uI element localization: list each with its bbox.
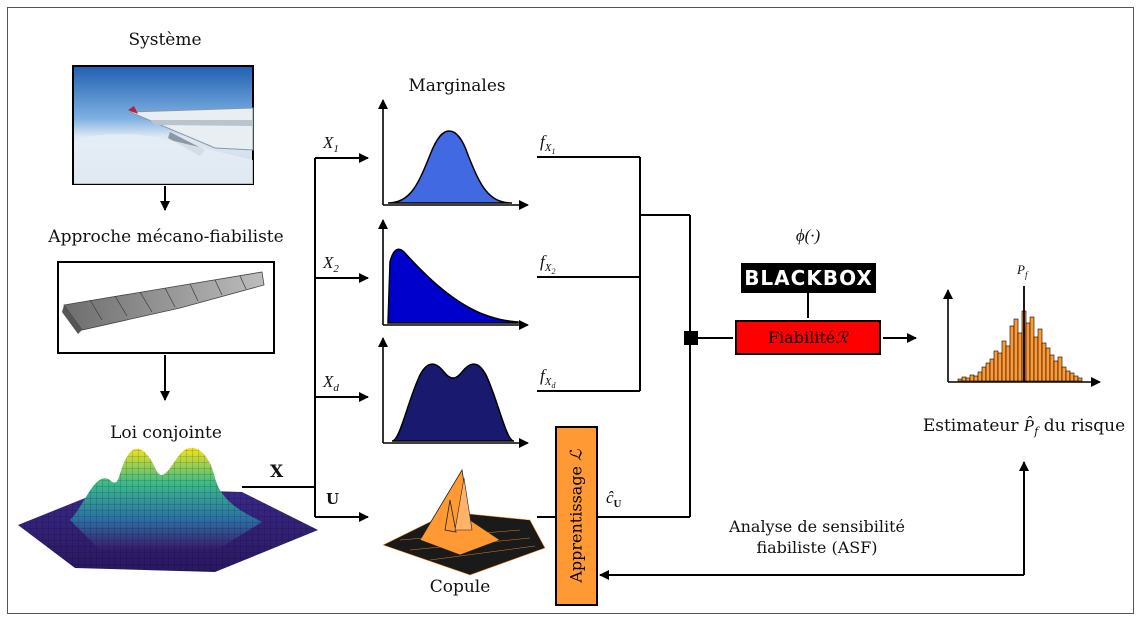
input-label-x2: X2 (323, 253, 339, 275)
histogram-bar (1045, 347, 1051, 382)
pf-label: Pf (1017, 262, 1028, 280)
histogram-bar (1009, 325, 1015, 382)
histogram-bar (1073, 375, 1079, 382)
marginal-plot-1 (378, 99, 529, 210)
approche-label: Approche mécano-fiabiliste (48, 227, 284, 247)
histogram-bar (1053, 360, 1059, 382)
histogram-bar (1077, 377, 1083, 382)
histogram-bar (1065, 370, 1071, 382)
airplane-wing-photo (72, 65, 254, 185)
x-vector-label: X (270, 462, 284, 482)
apprentissage-label: Apprentissage (566, 460, 586, 583)
histogram-bar (985, 362, 991, 382)
apprentissage-symbol: ℒ (568, 449, 586, 461)
estimateur-label: Estimateur P̂f du risque (922, 416, 1126, 438)
histogram-bar (981, 366, 987, 382)
histogram-bar (1049, 354, 1055, 382)
histogram-bar (989, 358, 995, 382)
histogram-bar (1025, 322, 1031, 382)
c-hat-label: ĉU (606, 488, 622, 510)
wing-structure-model (57, 261, 275, 354)
histogram-bar (1057, 356, 1063, 382)
output-label-fxd: fXd (540, 366, 556, 390)
blackbox-label: BLACKBOX (744, 266, 873, 290)
copula-density-surface (382, 468, 546, 576)
histogram-bar (1041, 342, 1047, 382)
histogram-bar (973, 375, 979, 382)
marginal-output-lines (537, 156, 733, 518)
input-branch-lines (242, 153, 369, 522)
analyse-label-line1: Analyse de sensibilité (729, 517, 905, 536)
fiabilite-symbol: ℛ (835, 329, 848, 347)
analyse-label-line2: fiabiliste (ASF) (756, 538, 878, 557)
diagram-frame (7, 7, 1134, 614)
fiabilite-box: Fiabilité ℛ (735, 320, 881, 355)
marginales-label: Marginales (408, 76, 506, 96)
histogram-bar (1029, 316, 1035, 382)
blackbox-box: BLACKBOX (741, 263, 876, 293)
histogram-bar (997, 352, 1003, 382)
histogram-bar (961, 376, 967, 382)
histogram-bar (1037, 328, 1043, 382)
output-label-fx1: fX1 (540, 132, 556, 156)
histogram-bar (1069, 372, 1075, 382)
joint-density-surface (18, 447, 318, 572)
input-label-xd: Xd (323, 372, 339, 394)
risk-histogram (943, 286, 1101, 387)
histogram-bar (1033, 336, 1039, 382)
copule-label: Copule (429, 577, 491, 597)
histogram-bar (977, 371, 983, 382)
loi-conjointe-label: Loi conjointe (110, 423, 222, 443)
apprentissage-box: Apprentissage ℒ (555, 426, 598, 606)
histogram-bar (1017, 332, 1023, 382)
histogram-bar (969, 374, 975, 382)
fiabilite-label: Fiabilité (767, 328, 836, 347)
histogram-bar (1001, 340, 1007, 382)
u-vector-label: U (326, 490, 340, 508)
systeme-label: Système (128, 30, 202, 50)
histogram-bar (1005, 345, 1011, 382)
histogram-bar (993, 350, 999, 382)
input-label-x1: X1 (323, 133, 339, 155)
histogram-bar (965, 377, 971, 382)
marginal-plot-2 (378, 219, 529, 330)
output-label-fx2: fX2 (540, 252, 556, 276)
histogram-bar (957, 378, 963, 382)
marginal-plot-d (378, 337, 529, 448)
feedback-lines (599, 461, 1029, 580)
histogram-bar (1013, 318, 1019, 382)
histogram-bar (1061, 366, 1067, 382)
phi-label: ϕ(·) (795, 226, 821, 245)
junction-node (684, 331, 698, 345)
